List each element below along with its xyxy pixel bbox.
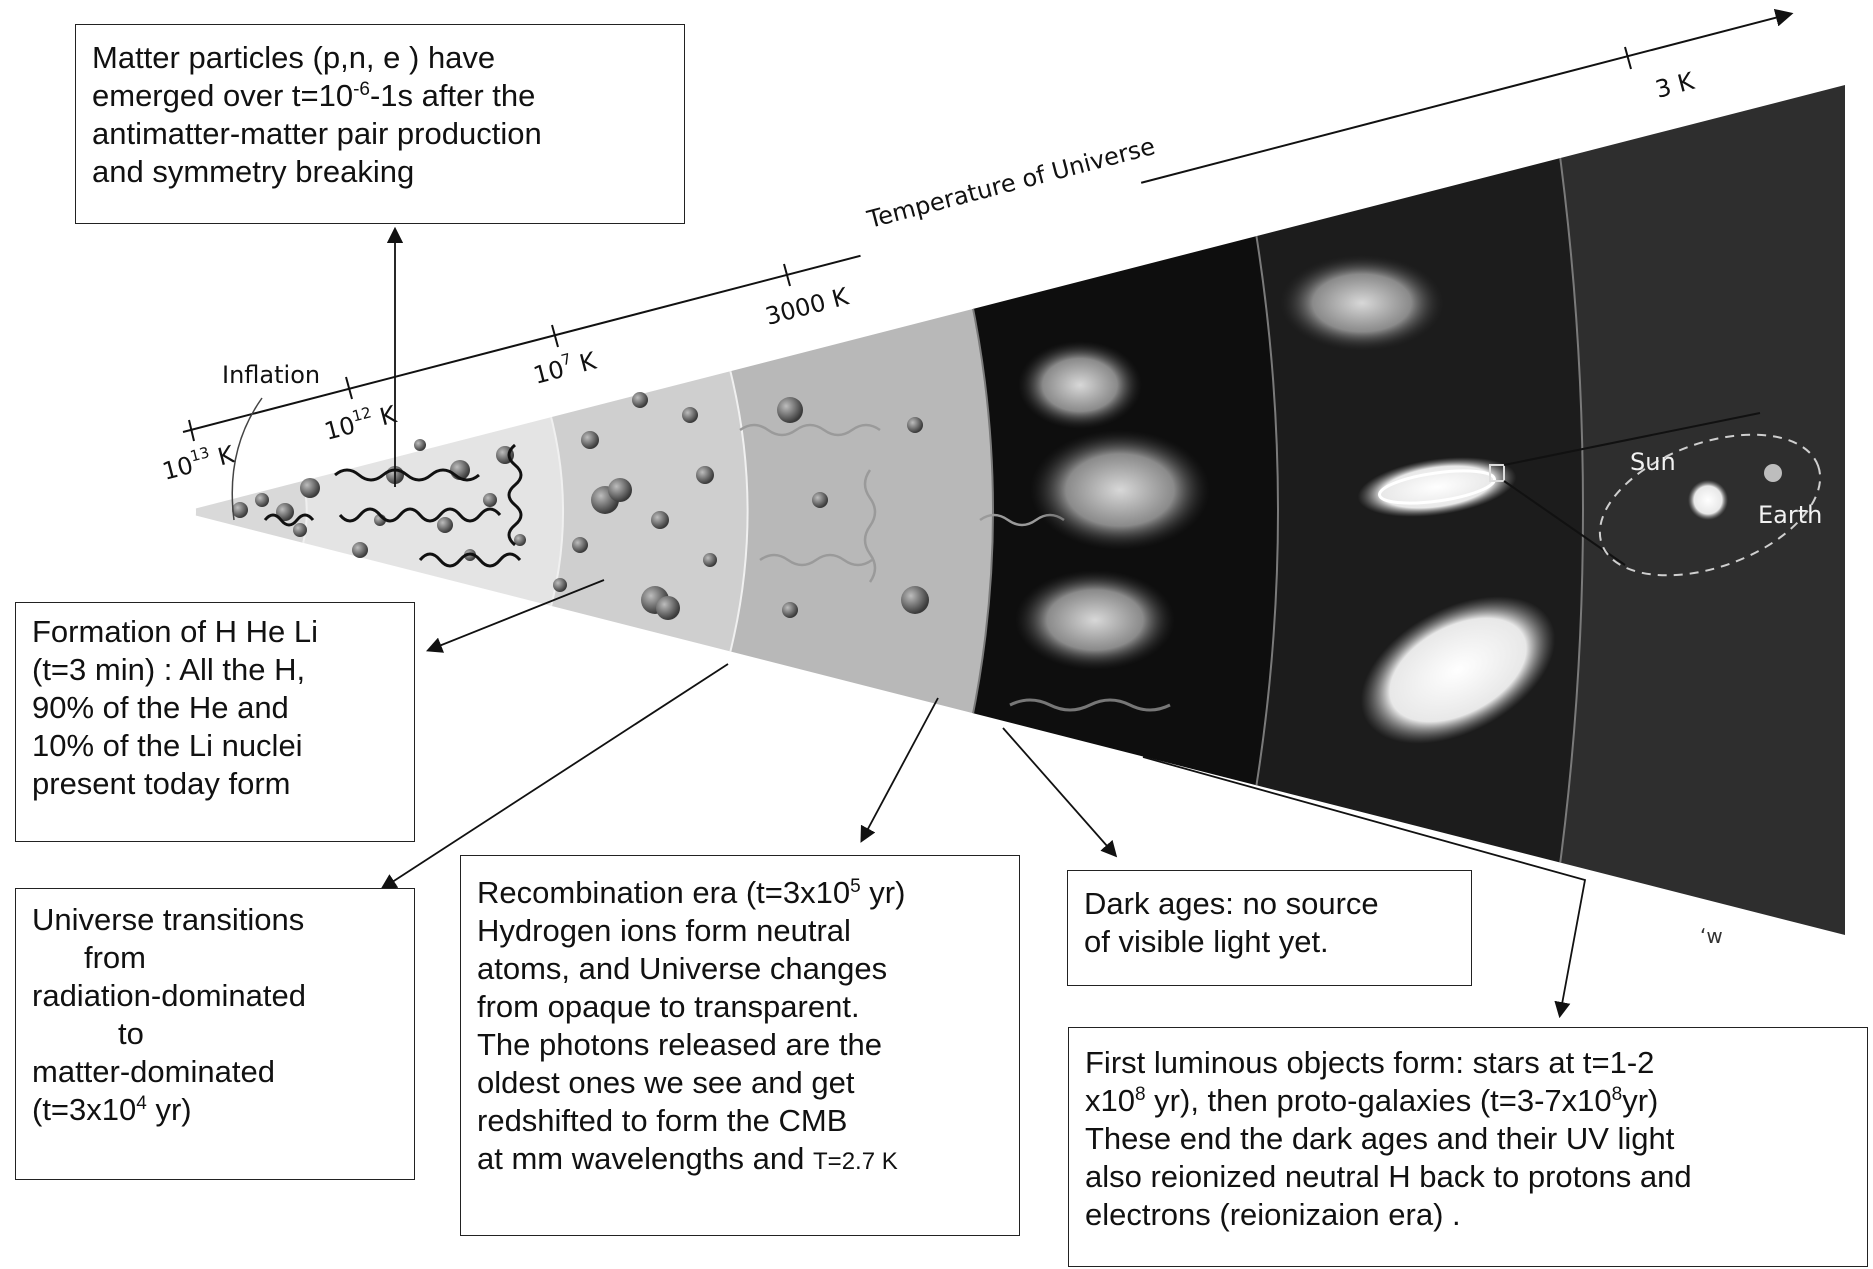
matter-particles-box: Matter particles (p,n, e ) have emerged … <box>75 24 685 224</box>
earth-label: Earth <box>1758 501 1822 529</box>
tick-label-3000k: 3000 K <box>762 282 852 331</box>
tick-label-1012: 1012 K <box>321 397 401 446</box>
arrow-to-recombination-box <box>862 698 938 840</box>
earth-icon <box>1764 464 1782 482</box>
credit-mark: ʻw <box>1700 924 1723 948</box>
sun-label: Sun <box>1630 448 1676 476</box>
transition-box: Universe transitions from radiation-domi… <box>15 888 415 1180</box>
tick-label-1013: 1013 K <box>159 437 239 486</box>
era-nucleosynthesis-band <box>540 334 748 689</box>
arrow-to-dark-ages-box <box>1003 728 1115 855</box>
era-recombination-band <box>720 271 993 751</box>
dark-ages-box: Dark ages: no source of visible light ye… <box>1067 870 1472 986</box>
tick-label-3k: 3 K <box>1652 67 1698 104</box>
formation-box: Formation of H He Li (t=3 min) : All the… <box>15 602 415 842</box>
sun-icon <box>1688 480 1728 520</box>
recombination-box: Recombination era (t=3x105 yr) Hydrogen … <box>460 855 1020 1236</box>
tick-label-107: 107 K <box>530 343 600 389</box>
luminous-objects-box: First luminous objects form: stars at t=… <box>1068 1027 1868 1267</box>
inflation-label: Inflation <box>222 361 320 389</box>
axis-tick-3k <box>1625 47 1631 69</box>
